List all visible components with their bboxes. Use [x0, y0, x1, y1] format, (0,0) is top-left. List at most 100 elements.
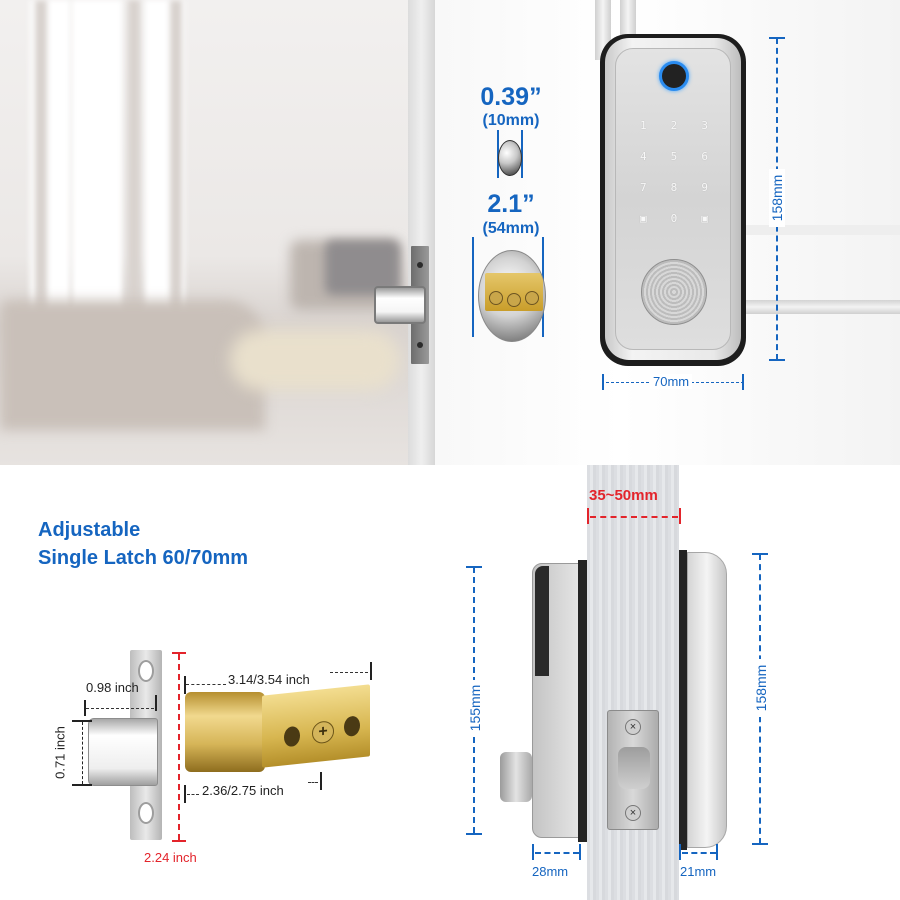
door-edge	[408, 0, 435, 465]
dim-cap	[742, 374, 744, 390]
screw-icon: ×	[625, 719, 641, 735]
thumb-turn	[500, 752, 532, 802]
screw-hole	[284, 725, 300, 748]
screw-icon	[417, 342, 423, 348]
window-frame	[128, 0, 140, 330]
inner-depth-line	[535, 852, 579, 854]
backset-short-label: 2.36/2.75 inch	[202, 783, 284, 798]
dim-cap	[370, 662, 372, 680]
spindle-inch-label: 0.39”	[480, 83, 542, 111]
key-8: 8	[670, 181, 678, 194]
title-line-1: Adjustable	[38, 519, 141, 541]
inner-lock-gasket	[578, 560, 587, 842]
bolt-length-line	[86, 708, 154, 709]
bolt-length-label: 0.98 inch	[86, 680, 139, 695]
dim-cap	[320, 772, 322, 790]
smart-lock-front: 1 2 3 4 5 6 7 8 9 ▣ 0 ▣	[600, 34, 746, 366]
dim-cap	[155, 695, 157, 711]
key-9: 9	[701, 181, 708, 194]
bolt-height-label: 0.71 inch	[52, 726, 68, 779]
front-height-label: 158mm	[769, 169, 785, 227]
latch-bolt	[374, 286, 426, 324]
spindle-icon	[498, 140, 522, 176]
screw-icon	[507, 293, 521, 307]
dim-cap	[72, 720, 92, 722]
dim-cap	[769, 359, 785, 361]
inner-depth-label: 28mm	[532, 864, 569, 879]
screw-icon	[417, 262, 423, 268]
spindle-mm-label: (10mm)	[482, 112, 540, 129]
inner-height-label: 155mm	[467, 680, 483, 736]
latch-barrel	[185, 692, 265, 772]
outer-lock-gasket	[679, 550, 687, 850]
screw-hole	[489, 291, 503, 305]
title-line-2: Single Latch 60/70mm	[38, 547, 249, 569]
key-1: 1	[640, 119, 647, 132]
dim-cap	[466, 833, 482, 835]
key-4: 4	[640, 150, 647, 163]
outer-depth-label: 21mm	[680, 864, 717, 879]
window-frame	[35, 0, 47, 330]
background-rail	[745, 225, 900, 235]
key-0: 0	[670, 212, 678, 225]
screw-icon: ×	[625, 805, 641, 821]
dim-cap	[587, 508, 589, 524]
background-rail	[745, 300, 900, 314]
door-thickness-label: 35~50mm	[589, 487, 658, 504]
dim-cap	[184, 676, 186, 694]
door-latch-plate: × ×	[607, 710, 659, 830]
latch-bolt	[618, 747, 650, 789]
lock-key-icon: ▣	[640, 212, 647, 225]
backset-short-line	[308, 782, 318, 783]
faceplate-height-label: 2.24 inch	[144, 850, 197, 865]
cylinder-mm-label: (54mm)	[482, 220, 540, 237]
faceplate-height-line	[178, 654, 180, 840]
dim-cap	[72, 784, 92, 786]
unlock-key-icon: ▣	[701, 212, 708, 225]
dim-cap	[579, 844, 581, 860]
room-background	[0, 0, 410, 465]
key-2: 2	[670, 119, 678, 132]
backset-long-line	[330, 672, 368, 673]
outer-height-label: 158mm	[753, 659, 769, 717]
key-5: 5	[670, 150, 678, 163]
backset-long-line	[186, 684, 226, 685]
cross-screw-icon: +	[312, 720, 334, 745]
lock-touch-panel: 1 2 3 4 5 6 7 8 9 ▣ 0 ▣	[615, 48, 731, 350]
dim-cap	[752, 843, 768, 845]
window-pane	[72, 0, 122, 330]
blurred-sofa	[0, 300, 265, 430]
fingerprint-sensor-icon	[659, 61, 689, 91]
key-3: 3	[701, 119, 708, 132]
dim-cap	[716, 844, 718, 860]
screw-hole	[138, 802, 154, 824]
door-thickness-line	[590, 516, 678, 518]
dim-cap	[602, 374, 604, 390]
dim-cap	[532, 844, 534, 860]
inner-lock-battery-cover	[535, 566, 549, 676]
cylinder-icon	[478, 250, 546, 342]
dim-cap	[84, 700, 86, 716]
cylinder-cam	[485, 273, 543, 311]
backset-long-label: 3.14/3.54 inch	[228, 672, 310, 687]
screw-hole	[344, 715, 360, 738]
window-frame	[170, 0, 182, 330]
keypad: 1 2 3 4 5 6 7 8 9 ▣ 0 ▣	[628, 119, 720, 225]
rotary-knob	[641, 259, 707, 325]
latch-bolt	[88, 718, 158, 786]
blurred-table	[230, 330, 400, 390]
lock-body: 1 2 3 4 5 6 7 8 9 ▣ 0 ▣	[605, 38, 741, 360]
dim-cap	[172, 840, 186, 842]
door-cross-section	[587, 465, 679, 900]
top-panel: 0.39” (10mm) 2.1” (54mm) 1 2 3 4 5 6	[0, 0, 900, 465]
latch-title: Adjustable Single Latch 60/70mm	[38, 516, 248, 572]
screw-hole	[138, 660, 154, 682]
backset-short-line	[187, 794, 199, 795]
dim-cap	[679, 844, 681, 860]
dim-cap	[172, 652, 186, 654]
screw-hole	[525, 291, 539, 305]
dim-cap	[184, 785, 186, 803]
latch-brass-plate: +	[262, 684, 370, 768]
blurred-pillow	[325, 240, 400, 295]
key-7: 7	[640, 181, 647, 194]
